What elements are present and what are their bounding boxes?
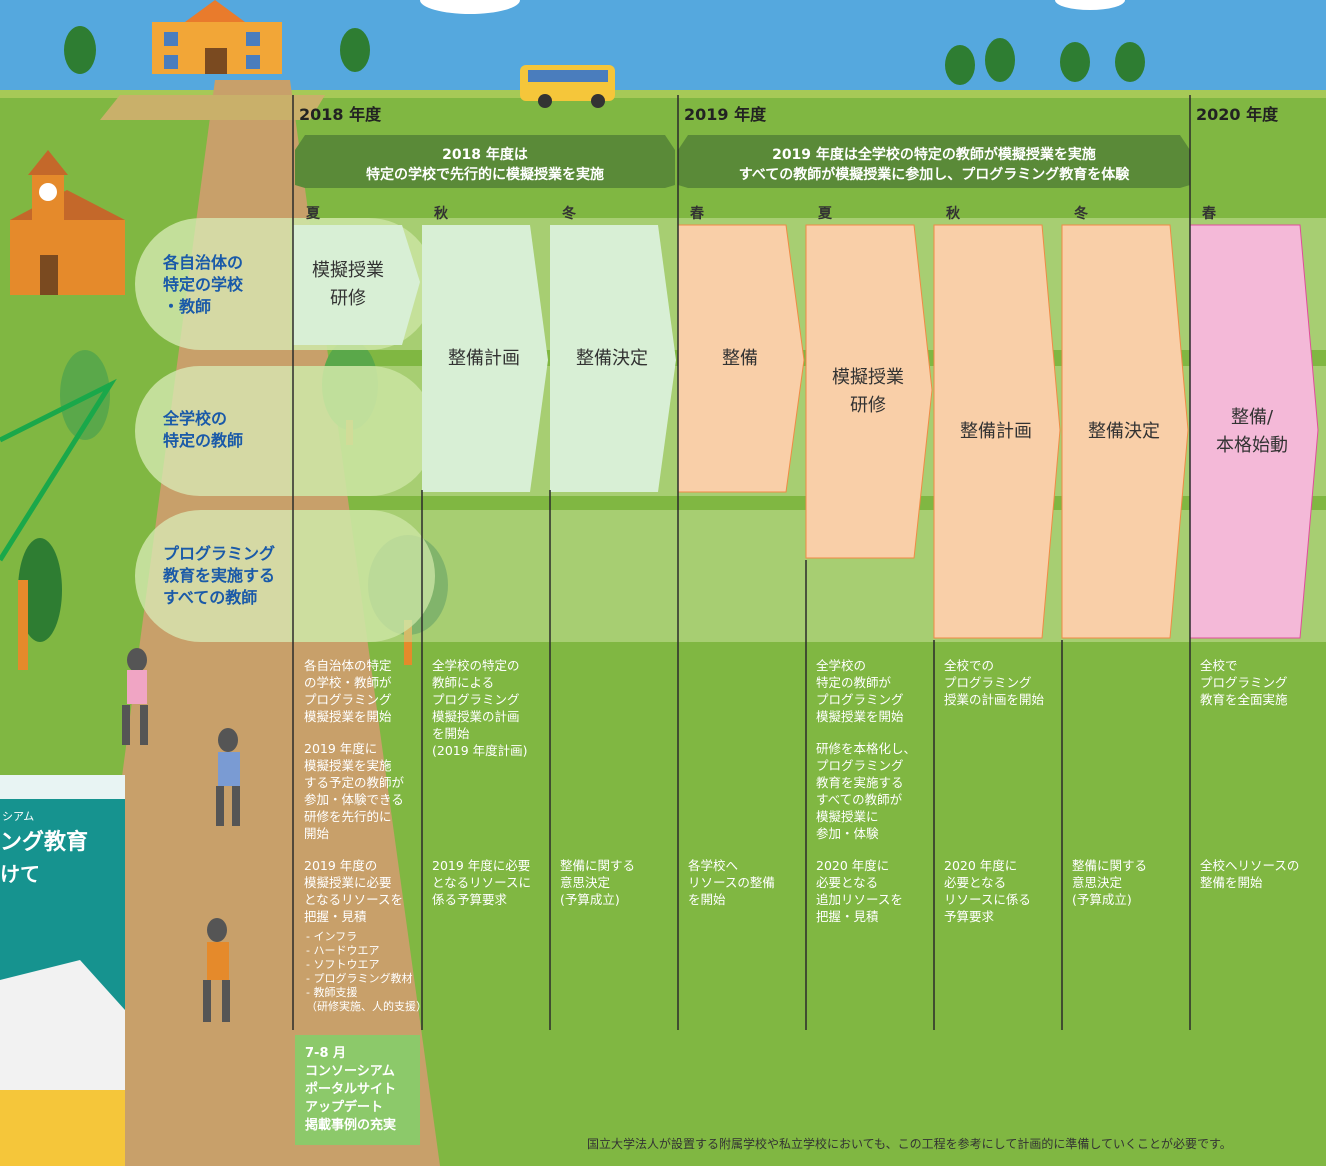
band-2019-text: 2019 年度は全学校の特定の教師が模擬授業を実施すべての教師が模擬授業に参加し…: [738, 147, 1130, 183]
description: - インフラ - ハードウエア - ソフトウエア - プログラミング教材 - 教…: [306, 930, 427, 1013]
description: 各学校へ リソースの整備 を開始: [688, 858, 775, 907]
description: 整備に関する 意思決定 (予算成立): [560, 858, 636, 907]
row-label-all-schools: 全学校の 特定の教師: [163, 409, 244, 450]
brochure-top-text: シアム: [2, 810, 35, 823]
portal-update-box: 7-8 月 コンソーシアム ポータルサイト アップデート 掲載事例の充実: [295, 1035, 420, 1145]
year-label-2019: 2019 年度: [684, 105, 767, 124]
description: 全校へリソースの 整備を開始: [1200, 858, 1300, 890]
phase-6: [933, 224, 1061, 639]
school-building-icon: [152, 0, 282, 74]
footnote: 国立大学法人が設置する附属学校や私立学校においても、この工程を参考にして計画的に…: [587, 1137, 1232, 1151]
student-icon: [203, 918, 230, 1022]
student-icon: [122, 648, 148, 745]
phase-text: 整備計画: [448, 347, 520, 369]
phase-text: 整備決定: [576, 347, 648, 369]
band-2019: [678, 135, 1190, 188]
phase-text: 整備: [722, 347, 758, 369]
phase-text: 整備決定: [1088, 420, 1160, 442]
phase-3: [550, 225, 676, 492]
brochure-thumbnail: [0, 775, 125, 1166]
phase-1: [293, 225, 420, 345]
phase-7: [1061, 224, 1189, 639]
phase-text: 整備計画: [960, 420, 1032, 442]
cloud-icon: [1055, 0, 1125, 10]
description: 全学校の 特定の教師が プログラミング 模擬授業を開始: [816, 658, 904, 724]
cloud-icon: [420, 0, 520, 14]
school-left-icon: [10, 150, 125, 295]
description: 整備に関する 意思決定 (予算成立): [1072, 858, 1148, 907]
description: 2020 年度に 必要となる リソースに係る 予算要求: [944, 858, 1031, 924]
season-label: 秋: [434, 206, 448, 222]
season-label: 夏: [818, 206, 832, 222]
description: 2020 年度に 必要となる 追加リソースを 把握・見積: [816, 858, 903, 924]
tree-icon: [64, 26, 1145, 85]
phase-text: 模擬授業 研修: [312, 260, 384, 309]
student-icon: [216, 728, 240, 826]
phase-2: [422, 225, 548, 492]
brochure-sub-text: けて: [0, 862, 40, 886]
description: 2019 年度に必要 となるリソースに 係る予算要求: [432, 858, 532, 907]
season-label: 春: [690, 206, 704, 222]
callout-line: [0, 378, 117, 562]
year-label-2020: 2020 年度: [1196, 105, 1279, 124]
brochure-title-text[interactable]: ング教育: [0, 830, 89, 855]
description: 全校での プログラミング 授業の計画を開始: [944, 658, 1045, 707]
phase-text: 整備/ 本格始動: [1216, 406, 1288, 456]
description: 全校で プログラミング 教育を全面実施: [1200, 658, 1288, 707]
season-label: 夏: [306, 206, 320, 222]
season-label: 冬: [562, 206, 576, 222]
row-label-all-teachers: プログラミング 教育を実施する すべての教師: [163, 544, 276, 607]
season-label: 秋: [946, 206, 960, 222]
description: 研修を本格化し、 プログラミング 教育を実施する すべての教師が 模擬授業に 参…: [816, 741, 917, 841]
band-2018: [295, 135, 675, 188]
phase-5: [805, 224, 933, 559]
bus-icon: [520, 65, 615, 108]
season-label: 春: [1202, 206, 1216, 222]
description: 2019 年度に 模擬授業を実施 する予定の教師が 参加・体験できる 研修を先行…: [304, 741, 405, 841]
description: 2019 年度の 模擬授業に必要 となるリソースを 把握・見積: [304, 858, 404, 924]
row-label-local-schools: 各自治体の 特定の学校 ・教師: [163, 253, 244, 316]
description: 各自治体の特定 の学校・教師が プログラミング 模擬授業を開始: [304, 658, 392, 724]
phase-text: 模擬授業 研修: [832, 366, 904, 416]
year-label-2018: 2018 年度: [299, 105, 382, 124]
band-2018-text: 2018 年度は特定の学校で先行的に模擬授業を実施: [366, 147, 604, 183]
description: 全学校の特定の 教師による プログラミング 模擬授業の計画 を開始 (2019 …: [432, 658, 528, 758]
season-label: 冬: [1074, 206, 1088, 222]
